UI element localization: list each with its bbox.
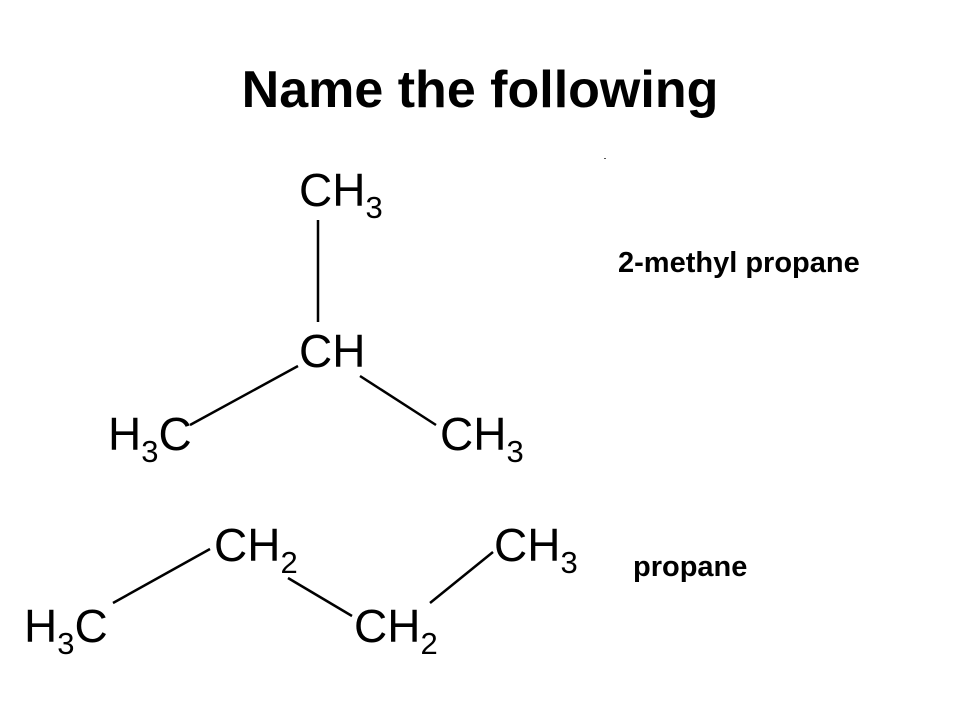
bond-lower-middle-to-right bbox=[429, 551, 494, 604]
bond-center-to-left bbox=[189, 364, 299, 427]
structure-1-top-group: CH3 bbox=[299, 164, 383, 225]
structure-1-center-group: CH bbox=[299, 325, 365, 377]
structure-2-lower-middle-group: CH2 bbox=[354, 600, 438, 661]
bond-center-to-right bbox=[359, 374, 437, 427]
structure-2-left-group: H3C bbox=[24, 600, 108, 661]
structure-1-left-group: H3C bbox=[108, 408, 192, 469]
structure-2-right-group: CH3 bbox=[494, 519, 578, 580]
structure-1-right-group: CH3 bbox=[440, 408, 524, 469]
answer-propane: propane bbox=[633, 551, 748, 583]
slide-title: Name the following bbox=[241, 61, 719, 119]
bond-left-to-upper-middle bbox=[112, 547, 211, 605]
bond-upper-middle-to-lower-middle bbox=[287, 576, 353, 618]
structure-2-upper-middle-group: CH2 bbox=[214, 519, 298, 580]
answer-2-methyl-propane: 2-methyl propane bbox=[618, 247, 860, 279]
stray-mark bbox=[604, 158, 606, 159]
